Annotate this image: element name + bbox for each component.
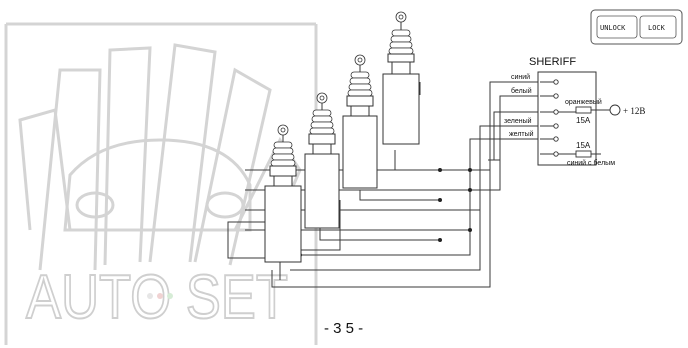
pin <box>553 93 559 99</box>
junction-dot <box>468 188 472 192</box>
watermark-brand: AUTO SET <box>26 263 288 332</box>
power-label: + 12В <box>623 106 645 116</box>
module-title: SHERIFF <box>529 56 576 68</box>
watermark-dot <box>167 293 173 299</box>
watermark-dot <box>147 293 153 299</box>
watermark-logo: AUTO SET <box>4 22 318 345</box>
actuator-2 <box>304 92 340 229</box>
connector-loop <box>227 221 265 259</box>
junction-dot <box>468 228 472 232</box>
wire-label-yellow: желтый <box>509 130 534 138</box>
feed-2 <box>359 190 440 201</box>
actuator-4 <box>382 11 420 145</box>
wire-label-orange: оранжевый <box>565 98 602 106</box>
junction-dot <box>438 168 442 172</box>
lock-label: LOCK <box>648 24 666 32</box>
actuator-3 <box>342 54 378 189</box>
watermark-dot <box>157 293 163 299</box>
actuator-1 <box>264 124 302 263</box>
wire-return-2 <box>290 210 481 271</box>
pin <box>553 109 559 115</box>
wire-label-blue: синий <box>511 73 530 81</box>
lock-button[interactable] <box>639 15 677 39</box>
wire-return-1 <box>300 230 471 256</box>
pin <box>553 136 559 142</box>
fuse-2-label: 15A <box>576 141 591 150</box>
module-body <box>537 71 597 166</box>
wire-green <box>245 125 540 211</box>
wire-label-white: белый <box>511 87 532 95</box>
wire-return-3 <box>271 170 491 288</box>
pin <box>553 151 559 157</box>
fuse-1 <box>575 106 592 114</box>
wire-label-blue-white: синий с белым <box>567 159 615 167</box>
feed-5 <box>300 200 341 251</box>
pin <box>553 123 559 129</box>
unlock-button[interactable] <box>596 15 638 39</box>
junction-dot <box>468 168 472 172</box>
remote-control: UNLOCK LOCK <box>590 9 683 45</box>
fuse-2 <box>575 150 592 158</box>
watermark-fan-graphic <box>18 43 302 271</box>
wire-label-green: зеленый <box>504 117 532 125</box>
page-number: - 3 5 - <box>324 320 363 337</box>
power-terminal <box>609 104 621 116</box>
wire-ground <box>493 111 540 160</box>
sheriff-module: SHERIFF синий белый зеленый желтый оранж… <box>504 56 645 167</box>
fuse-1-label: 15A <box>576 116 591 125</box>
junction-dot <box>438 238 442 242</box>
wire-white <box>245 95 540 191</box>
pin <box>553 79 559 85</box>
wire-yellow <box>245 138 540 231</box>
unlock-label: UNLOCK <box>600 24 626 32</box>
feed-3 <box>319 228 440 241</box>
junction-dot <box>438 198 442 202</box>
